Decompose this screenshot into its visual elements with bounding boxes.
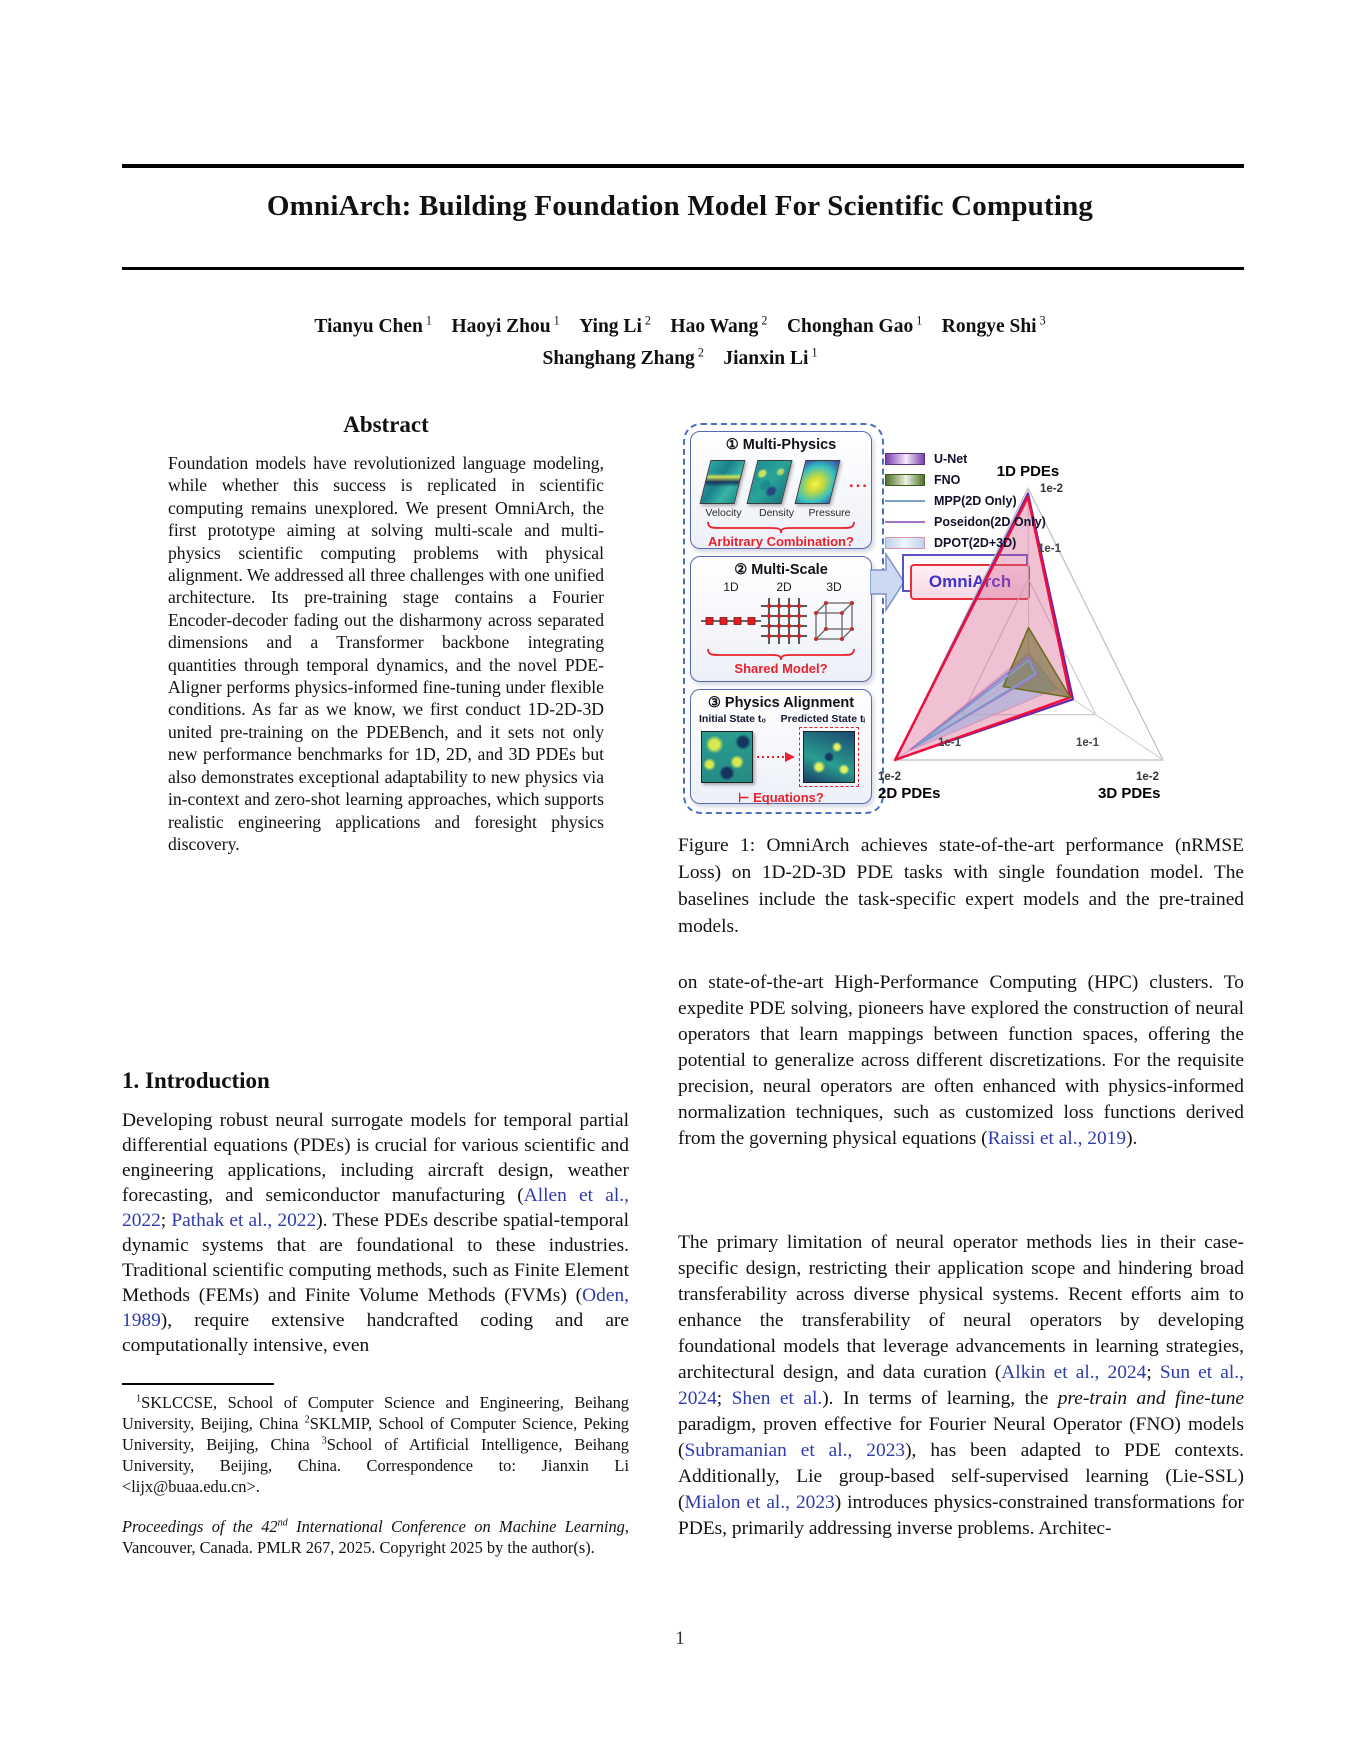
circled-1-icon: ① <box>725 437 739 453</box>
predicted-state-image <box>803 731 855 783</box>
pressure-field-image <box>794 460 841 504</box>
legend-item: FNO <box>885 469 1046 490</box>
svg-text:1D PDEs: 1D PDEs <box>997 463 1060 480</box>
velocity-field-image <box>699 460 746 504</box>
svg-text:1e-1: 1e-1 <box>1038 543 1062 555</box>
arbitrary-combination-question: Arbitrary Combination? <box>708 534 854 549</box>
title-rule-top <box>122 164 1244 168</box>
predicted-state-label: Predicted State tᵢ <box>780 713 865 725</box>
initial-state-image <box>701 731 753 783</box>
citation-link[interactable]: Raissi et al., 2019 <box>987 1128 1127 1149</box>
svg-text:1e-1: 1e-1 <box>1076 737 1100 749</box>
body-paragraph-2: The primary limitation of neural operato… <box>678 1232 1245 1539</box>
citation-link[interactable]: Allen et al., 2022 <box>122 1185 629 1231</box>
section-heading-introduction: 1. Introduction <box>122 1068 270 1093</box>
citation-link[interactable]: Sun et al., 2024 <box>678 1362 1244 1409</box>
shared-model-question: Shared Model? <box>734 661 828 676</box>
body-paragraph-1: on state-of-the-art High-Performance Com… <box>678 972 1244 1149</box>
citation-link[interactable]: Oden, 1989 <box>122 1285 629 1331</box>
radar-legend: U-Net FNO MPP(2D Only) Poseidon(2D Only)… <box>885 448 1046 553</box>
legend-swatch-icon <box>885 520 925 524</box>
authors-line-2: Shanghang Zhang 2 Jianxin Li 1 <box>542 345 818 369</box>
panel-2-title: ② Multi-Scale <box>734 562 828 578</box>
svg-text:3D PDEs: 3D PDEs <box>1098 785 1161 802</box>
pressure-label: Pressure <box>808 507 851 519</box>
svg-text:2D PDEs: 2D PDEs <box>878 785 941 802</box>
challenges-dashed-frame: ① Multi-Physics ... Velocity Density Pre… <box>683 423 884 814</box>
field-thumbnails: ... <box>691 453 871 506</box>
legend-swatch-icon <box>885 536 925 549</box>
legend-swatch-icon <box>885 452 925 465</box>
footnote-rule <box>122 1383 274 1385</box>
flow-arrow-icon <box>870 551 904 613</box>
label-1d: 1D <box>723 580 739 594</box>
circled-3-icon: ③ <box>707 695 721 711</box>
citation-link[interactable]: Mialon et al., 2023 <box>684 1492 835 1513</box>
omniarch-callout: OmniArch <box>902 554 1036 604</box>
panel-multi-scale: ② Multi-Scale 1D <box>690 556 872 682</box>
velocity-label: Velocity <box>705 507 742 519</box>
page-number: 1 <box>675 1628 685 1649</box>
grid-2d-icon <box>761 598 807 644</box>
affiliation-footnote: 1SKLCCSE, School of Computer Science and… <box>122 1393 630 1496</box>
label-2d: 2D <box>776 580 792 594</box>
state-labels: Initial State t₀ Predicted State tᵢ <box>691 711 871 725</box>
initial-state-label: Initial State t₀ <box>699 713 767 725</box>
citation-link[interactable]: Shen et al. <box>731 1388 823 1409</box>
authors-line-1: Tianyu Chen 1 Haoyi Zhou 1 Ying Li 2 Hao… <box>314 313 1046 337</box>
state-images <box>691 725 871 787</box>
abstract-text: Foundation models have revolutionized la… <box>168 453 604 854</box>
proceedings-notice: Proceedings of the 42nd International Co… <box>122 1517 629 1557</box>
introduction-paragraph: Developing robust neural surrogate model… <box>122 1110 629 1356</box>
omniarch-box: OmniArch <box>910 564 1030 600</box>
legend-label: DPOT(2D+3D) <box>934 535 1017 550</box>
ellipsis-more: ... <box>848 472 870 491</box>
legend-label: MPP(2D Only) <box>934 493 1017 508</box>
svg-text:1e-2: 1e-2 <box>1040 483 1063 495</box>
legend-label: Poseidon(2D Only) <box>934 514 1046 529</box>
equations-question: ⊢ Equations? <box>738 790 824 805</box>
legend-swatch-icon <box>885 473 925 486</box>
panel-3-title: ③ Physics Alignment <box>707 695 855 711</box>
panel-physics-alignment: ③ Physics Alignment Initial State t₀ Pre… <box>690 689 872 805</box>
legend-item: MPP(2D Only) <box>885 490 1046 511</box>
legend-label: U-Net <box>934 451 968 466</box>
paper-title: OmniArch: Building Foundation Model For … <box>266 190 1094 222</box>
red-brace-icon <box>691 648 871 661</box>
label-3d: 3D <box>826 580 842 594</box>
circled-2-icon: ② <box>734 562 748 578</box>
panel-multi-physics: ① Multi-Physics ... Velocity Density Pre… <box>690 431 872 549</box>
scale-icons: 1D 2D <box>691 578 871 646</box>
dotted-arrow-icon <box>757 752 795 762</box>
grid-3d-icon <box>814 601 854 641</box>
svg-text:1e-1: 1e-1 <box>938 737 962 749</box>
abstract-heading: Abstract <box>343 412 429 437</box>
legend-label: FNO <box>934 472 961 487</box>
predicted-state-frame <box>799 727 859 787</box>
citation-link[interactable]: Subramanian et al., 2023 <box>684 1440 906 1461</box>
legend-item: U-Net <box>885 448 1046 469</box>
figure-1: ① Multi-Physics ... Velocity Density Pre… <box>678 408 1244 820</box>
figure-1-caption: Figure 1: OmniArch achieves state-of-the… <box>678 835 1244 937</box>
legend-item: Poseidon(2D Only) <box>885 511 1046 532</box>
svg-text:1: 1 <box>1036 655 1043 669</box>
density-field-image <box>746 460 794 504</box>
panel-1-title: ① Multi-Physics <box>725 437 837 453</box>
citation-link[interactable]: Alkin et al., 2024 <box>1001 1362 1147 1383</box>
radar-chart: 1D PDEs 2D PDEs 3D PDEs 1e-2 1e-2 1e-2 1e-1 1e-… <box>878 463 1164 802</box>
citation-link[interactable]: Pathak et al., 2022 <box>171 1210 317 1231</box>
svg-text:1e-2: 1e-2 <box>878 771 901 783</box>
title-rule-bottom <box>122 267 1244 270</box>
field-labels: Velocity Density Pressure <box>691 507 871 519</box>
omniarch-label: OmniArch <box>928 572 1012 591</box>
red-brace-icon <box>691 521 871 534</box>
grid-1d-icon <box>701 617 761 625</box>
density-label: Density <box>758 507 794 519</box>
svg-text:1e-2: 1e-2 <box>1136 771 1159 783</box>
legend-item: DPOT(2D+3D) <box>885 532 1046 553</box>
legend-swatch-icon <box>885 499 925 503</box>
